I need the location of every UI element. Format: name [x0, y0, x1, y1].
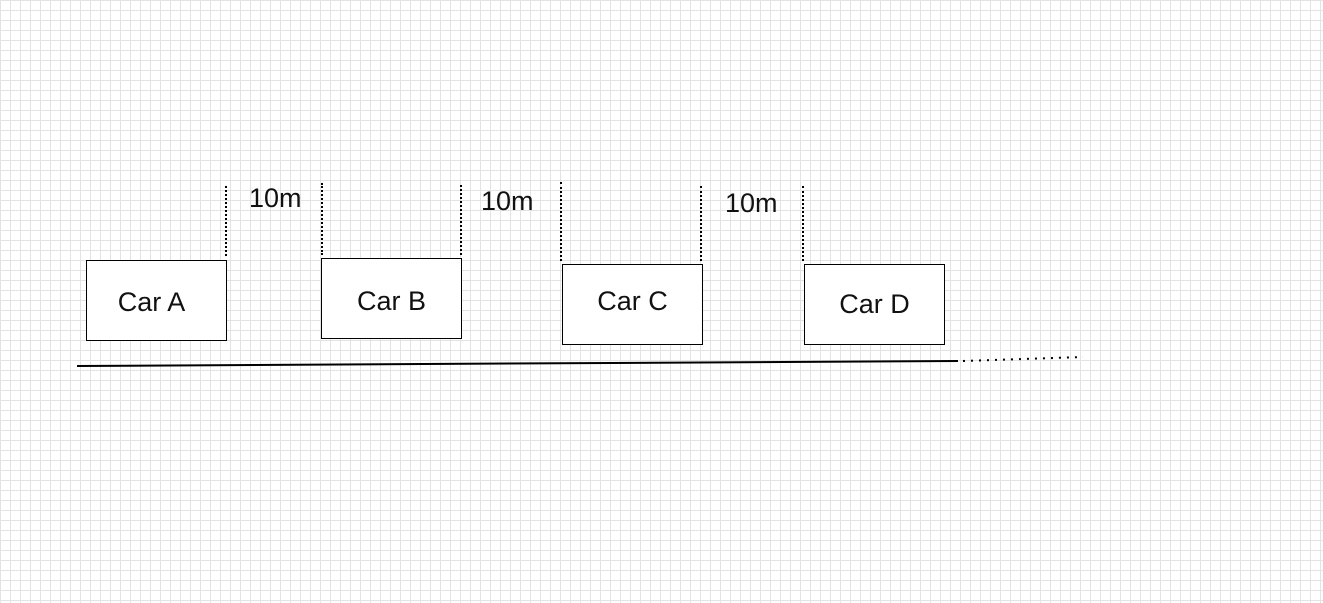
- gap-2-end-guide: [560, 182, 562, 261]
- gap-2-label: 10m: [481, 186, 534, 216]
- gap-3-end-guide: [802, 186, 804, 261]
- gap-1-end-guide: [321, 183, 323, 255]
- gap-1-start-guide: [225, 186, 227, 256]
- car-a-label: Car A: [117, 287, 186, 317]
- gap-3-start-guide: [700, 186, 702, 261]
- gap-2-start-guide: [460, 185, 462, 255]
- car-a-box: Car A: [86, 260, 227, 341]
- car-b-box: Car B: [321, 258, 462, 339]
- car-c-label: Car C: [597, 286, 668, 316]
- road-line: [76, 360, 959, 367]
- car-b-label: Car B: [356, 286, 427, 316]
- car-d-label: Car D: [839, 289, 910, 319]
- car-c-box: Car C: [562, 264, 703, 345]
- gap-3-label: 10m: [725, 188, 778, 218]
- road-continuation-dotted: [962, 356, 1084, 362]
- car-d-box: Car D: [804, 264, 945, 345]
- gap-1-label: 10m: [249, 183, 302, 213]
